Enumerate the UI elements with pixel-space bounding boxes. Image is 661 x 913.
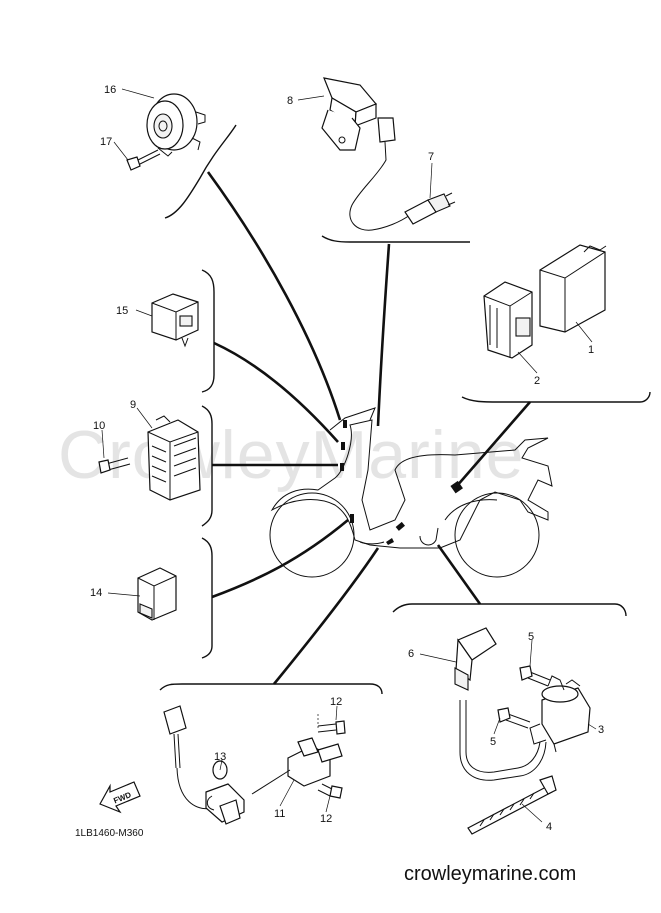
group-frame-rectifier bbox=[201, 405, 213, 527]
bolt-5b-part bbox=[497, 707, 531, 729]
holder-13-part bbox=[205, 760, 245, 825]
callout-11: 11 bbox=[274, 808, 285, 820]
callout-14: 14 bbox=[90, 587, 102, 599]
flasher-15-part bbox=[151, 293, 199, 348]
callout-10: 10 bbox=[93, 420, 105, 432]
footer-site: crowleymarine.com bbox=[404, 863, 576, 885]
callout-1: 1 bbox=[588, 344, 594, 356]
group-frame-horn bbox=[164, 124, 237, 219]
callout-12b: 12 bbox=[320, 813, 332, 825]
bolt-17-part bbox=[126, 149, 161, 171]
callout-labels: 16 17 8 7 1 2 15 9 10 14 6 5 5 3 4 12 13… bbox=[90, 84, 604, 833]
callout-12a: 12 bbox=[330, 696, 342, 708]
callout-8: 8 bbox=[287, 95, 293, 107]
callout-7: 7 bbox=[428, 151, 434, 163]
callout-9: 9 bbox=[130, 399, 136, 411]
callout-6: 6 bbox=[408, 648, 414, 660]
callout-16: 16 bbox=[104, 84, 116, 96]
switch-11-part bbox=[251, 737, 343, 795]
o2-sensor-7-part bbox=[349, 117, 456, 231]
group-frame-relay bbox=[201, 537, 213, 659]
callout-17: 17 bbox=[100, 136, 112, 148]
callout-5b: 5 bbox=[490, 736, 496, 748]
horn-part bbox=[146, 93, 206, 157]
group-frame-sensor bbox=[321, 235, 470, 243]
callout-3: 3 bbox=[598, 724, 604, 736]
band-4-part bbox=[467, 775, 557, 835]
hi-tension-cord bbox=[459, 700, 547, 781]
rectifier-9-part bbox=[147, 415, 201, 501]
callout-13: 13 bbox=[214, 751, 226, 763]
callout-15: 15 bbox=[116, 305, 128, 317]
ecu-1-part bbox=[539, 244, 607, 333]
group-frame-flasher bbox=[201, 269, 215, 393]
fwd-arrow-icon bbox=[99, 781, 141, 814]
ignition-coil-3-part bbox=[529, 675, 591, 753]
plug-cap-6-part bbox=[454, 627, 497, 691]
part-code: 1LB1460-M360 bbox=[75, 828, 144, 839]
callout-5a: 5 bbox=[528, 631, 534, 643]
callout-leaders bbox=[101, 88, 597, 823]
relay-bracket-8-part bbox=[321, 77, 377, 151]
callout-2: 2 bbox=[534, 375, 540, 387]
bolt-5a-part bbox=[519, 665, 551, 687]
group-frame-switch bbox=[159, 683, 383, 695]
screw-12b-part bbox=[317, 783, 343, 799]
group-frame-ignition bbox=[392, 603, 627, 617]
screw-12a-part bbox=[317, 714, 346, 735]
bolt-10-part bbox=[98, 457, 131, 474]
group-frame-ecu bbox=[461, 391, 651, 403]
location-leaders bbox=[206, 171, 531, 685]
relay-14-part bbox=[137, 567, 177, 621]
callout-4: 4 bbox=[546, 821, 552, 833]
relay-2-part bbox=[483, 281, 533, 359]
